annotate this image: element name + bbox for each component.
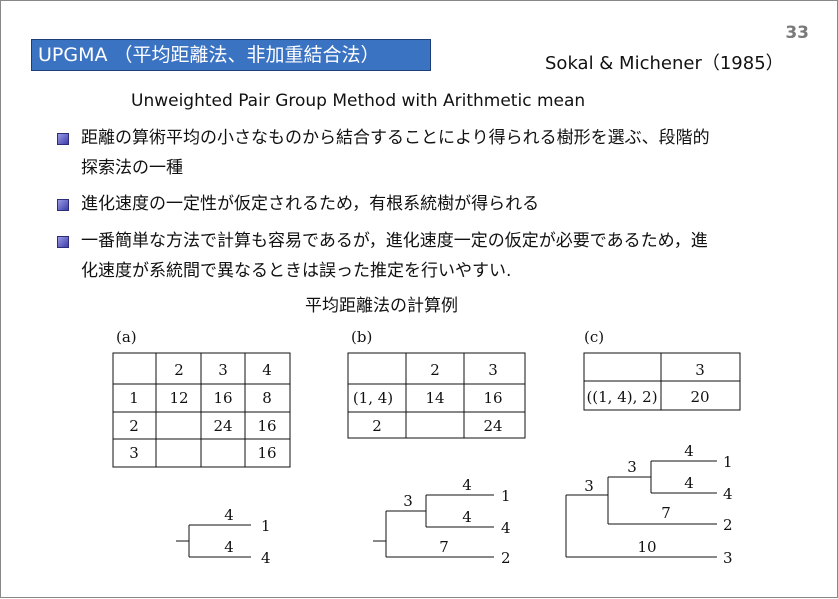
tree-c-node-length: 3 [584, 477, 594, 495]
table-b-row-label: (1, 4) [353, 389, 393, 407]
table-a-cell: 16 [257, 444, 276, 462]
bullet-text-line: 距離の算術平均の小さなものから結合することにより得られる樹形を選ぶ、段階的 [81, 128, 710, 148]
bullet-text-line: 一番簡単な方法で計算も容易であるが，進化速度一定の仮定が必要であるため，進 [81, 231, 708, 251]
tree-c-branch-length: 4 [684, 474, 694, 492]
tree-c-branch-length: 4 [684, 442, 694, 460]
table-a-cell: 16 [213, 389, 232, 407]
page-number: 33 [785, 23, 809, 43]
tree-c-leaf-label: 3 [723, 549, 733, 567]
table-c-cell: 20 [690, 388, 709, 406]
table-a-header-cell: 3 [218, 361, 228, 379]
table-a-row-label: 3 [129, 444, 139, 462]
table-a-cell: 24 [213, 417, 232, 435]
table-a-row-label: 1 [129, 389, 139, 407]
example-heading: 平均距離法の計算例 [305, 296, 458, 316]
tree-a-leaf-label: 1 [261, 517, 271, 535]
tree-b-node-length: 3 [403, 492, 413, 510]
table-b-grid [347, 352, 526, 439]
bullet-text-line: 進化速度の一定性が仮定されるため，有根系統樹が得られる [81, 194, 540, 214]
tree-b-lines [373, 494, 494, 558]
bullet-square-icon [57, 236, 69, 248]
tree-c-node-length: 3 [627, 458, 637, 476]
bullet-square-icon [57, 133, 69, 145]
table-b-cell: 16 [483, 389, 502, 407]
table-b-cell: 14 [425, 389, 444, 407]
tree-a-leaf-label: 4 [261, 549, 271, 567]
bullet-text-line: 探索法の一種 [81, 158, 183, 178]
citation: Sokal & Michener（1985） [545, 53, 784, 74]
tree-b-leaf-label: 4 [501, 519, 511, 537]
tree-b-branch-length: 4 [462, 476, 472, 494]
tree-c-leaf-label: 1 [723, 453, 733, 471]
table-a-cell: 8 [262, 389, 272, 407]
table-c-grid [583, 352, 741, 411]
table-b-cell: 24 [483, 417, 502, 435]
tree-b-branch-length: 4 [462, 508, 472, 526]
table-c-header-cell: 3 [695, 361, 705, 379]
tree-b-leaf-label: 1 [501, 487, 511, 505]
tree-c-leaf-label: 2 [723, 516, 733, 534]
bullet-square-icon [57, 199, 69, 211]
table-a-header-cell: 2 [174, 361, 184, 379]
slide-title: UPGMA （平均距離法、非加重結合法） [31, 39, 431, 71]
tree-c-branch-length: 7 [661, 504, 671, 522]
tree-c-leaf-label: 4 [723, 485, 733, 503]
table-b-header-cell: 2 [430, 361, 440, 379]
tree-a-branch-length: 4 [224, 538, 234, 556]
tree-b-leaf-label: 2 [501, 549, 511, 567]
example-b-label: (b) [351, 328, 372, 346]
bullet-text-line: 化速度が系統間で異なるときは誤った推定を行いやすい. [81, 261, 512, 281]
table-a-cell: 12 [169, 389, 188, 407]
table-a-row-label: 2 [129, 417, 139, 435]
table-c-row-label: ((1, 4), 2) [586, 388, 657, 406]
tree-c-branch-length: 10 [637, 538, 656, 556]
subtitle: Unweighted Pair Group Method with Arithm… [131, 91, 586, 111]
example-a-label: (a) [116, 328, 137, 346]
table-a-cell: 16 [257, 417, 276, 435]
example-c-label: (c) [584, 328, 604, 346]
tree-a-branch-length: 4 [224, 506, 234, 524]
table-a-grid [112, 352, 291, 468]
tree-b-branch-length: 7 [439, 538, 449, 556]
table-b-row-label: 2 [372, 417, 382, 435]
table-a-header-cell: 4 [262, 361, 272, 379]
tree-a-lines [176, 524, 251, 558]
tree-c-lines [565, 460, 717, 558]
table-b-header-cell: 3 [488, 361, 498, 379]
